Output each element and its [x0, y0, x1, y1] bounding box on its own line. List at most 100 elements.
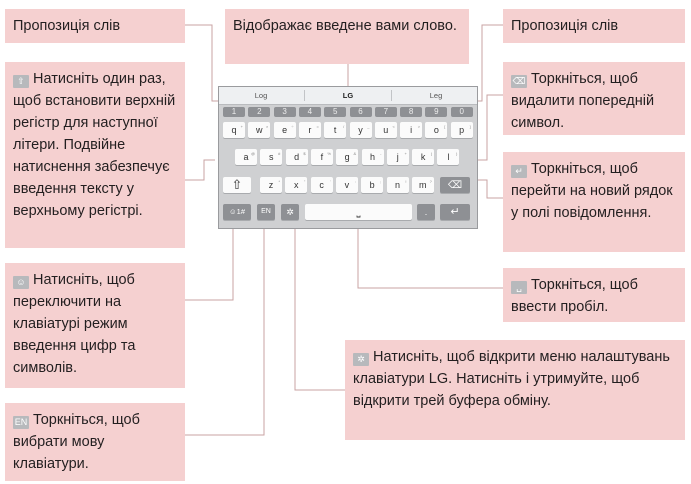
leader-settings	[294, 215, 345, 391]
key-h[interactable]: h-	[361, 149, 384, 165]
key-d[interactable]: d$	[285, 149, 308, 165]
key-o[interactable]: o[	[425, 122, 448, 138]
key-label: 0	[459, 107, 464, 116]
key-secondary-label: #	[278, 151, 281, 156]
key-r[interactable]: r=	[298, 122, 321, 138]
key-secondary-label: :	[354, 179, 356, 184]
key-secondary-label: [	[444, 124, 446, 129]
key-secondary-label: <	[392, 124, 395, 129]
key-2[interactable]: 2	[248, 107, 271, 117]
shift-key[interactable]: ⇧	[223, 177, 251, 193]
spacebar-key[interactable]: ⎵	[305, 204, 412, 220]
callout-enter-text: Торкніться, щоб перейти на новий рядок у…	[511, 161, 673, 221]
key-t[interactable]: t/	[324, 122, 347, 138]
key-j[interactable]: j+	[386, 149, 409, 165]
key-label: d	[294, 152, 300, 162]
key-5[interactable]: 5	[324, 107, 347, 117]
language-key-label: EN	[261, 208, 271, 215]
key-7[interactable]: 7	[374, 107, 397, 117]
settings-key[interactable]: ✲	[281, 204, 299, 220]
symbols-key[interactable]: ☺1#	[223, 204, 251, 220]
key-label: x	[294, 180, 299, 190]
key-label: f	[320, 152, 324, 162]
key-secondary-label: _	[367, 124, 370, 129]
language-key[interactable]: EN	[257, 204, 275, 220]
backspace-key[interactable]: ⌫	[440, 177, 470, 193]
key-c[interactable]: c'	[310, 177, 333, 193]
key-3[interactable]: 3	[273, 107, 296, 117]
backspace-icon: ⌫	[511, 75, 527, 88]
key-label: s	[269, 152, 274, 162]
key-z[interactable]: z*	[260, 177, 282, 193]
language-en-icon: EN	[13, 416, 29, 429]
key-secondary-label: ?	[429, 179, 432, 184]
enter-key[interactable]: ↵	[440, 204, 470, 220]
suggestion-middle[interactable]: LG	[342, 91, 354, 100]
key-label: r	[308, 125, 312, 135]
key-label: 7	[383, 107, 389, 116]
callout-suggestion-right-text: Пропозиція слів	[511, 18, 619, 34]
key-s[interactable]: s#	[260, 149, 283, 165]
key-8[interactable]: 8	[400, 107, 423, 117]
key-label: t	[333, 125, 337, 135]
key-4[interactable]: 4	[298, 107, 321, 117]
spacebar-icon: ␣	[511, 281, 527, 294]
leader-space	[357, 215, 503, 289]
key-secondary-label: )	[456, 151, 458, 156]
callout-delete: ⌫Торкніться, щоб видалити попередній сим…	[503, 62, 685, 135]
key-0[interactable]: 0	[450, 107, 473, 117]
key-9[interactable]: 9	[425, 107, 448, 117]
leader-symbols	[185, 200, 234, 301]
suggestion-divider	[304, 90, 305, 101]
key-label: v	[344, 180, 350, 190]
key-q[interactable]: q+	[223, 122, 245, 138]
callout-suggestion-right: Пропозиція слів	[503, 9, 685, 43]
key-label: 1	[231, 107, 237, 116]
key-y[interactable]: y_	[349, 122, 372, 138]
key-label: z	[268, 180, 274, 190]
key-n[interactable]: n!	[386, 177, 409, 193]
key-label: q	[231, 125, 237, 135]
key-6[interactable]: 6	[349, 107, 372, 117]
key-l[interactable]: l)	[437, 149, 460, 165]
key-label: 5	[332, 107, 338, 116]
key-1[interactable]: 1	[223, 107, 245, 117]
key-label: a	[243, 152, 249, 162]
suggestion-bar: Log LG Leg	[219, 87, 477, 105]
suggestion-right[interactable]: Leg	[429, 91, 443, 100]
symbols-key-icon: ☺	[13, 276, 29, 289]
key-label: g	[344, 152, 350, 162]
key-label: j	[396, 152, 399, 162]
key-v[interactable]: v:	[335, 177, 358, 193]
key-label: y	[358, 125, 363, 135]
callout-space: ␣Торкніться, щоб ввести пробіл.	[503, 268, 685, 322]
key-k[interactable]: k(	[412, 149, 435, 165]
key-p[interactable]: p]	[450, 122, 473, 138]
key-b[interactable]: b;	[361, 177, 384, 193]
period-key[interactable]: .	[417, 204, 435, 220]
leader-shift	[185, 159, 215, 181]
suggestion-left[interactable]: Log	[254, 91, 268, 100]
key-label: c	[319, 180, 324, 190]
key-label: l	[447, 152, 450, 162]
key-label: n	[394, 180, 400, 190]
key-w[interactable]: w×	[248, 122, 271, 138]
key-label: 3	[282, 107, 287, 116]
leader-enter	[470, 179, 503, 199]
key-label: 2	[257, 107, 262, 116]
key-label: w	[256, 125, 263, 135]
key-g[interactable]: g&	[336, 149, 359, 165]
key-e[interactable]: e÷	[273, 122, 296, 138]
key-x[interactable]: x"	[285, 177, 308, 193]
key-secondary-label: '	[329, 179, 331, 184]
callout-symbols: ☺Натисніть, щоб переключити на клавіатур…	[5, 263, 185, 388]
callout-suggestion-left: Пропозиція слів	[5, 9, 185, 43]
leader-language	[185, 212, 265, 436]
key-secondary-label: $	[303, 151, 306, 156]
key-u[interactable]: u<	[374, 122, 397, 138]
key-f[interactable]: f%	[310, 149, 333, 165]
key-i[interactable]: i>	[400, 122, 423, 138]
key-a[interactable]: a@	[235, 149, 257, 165]
key-m[interactable]: m?	[411, 177, 434, 193]
